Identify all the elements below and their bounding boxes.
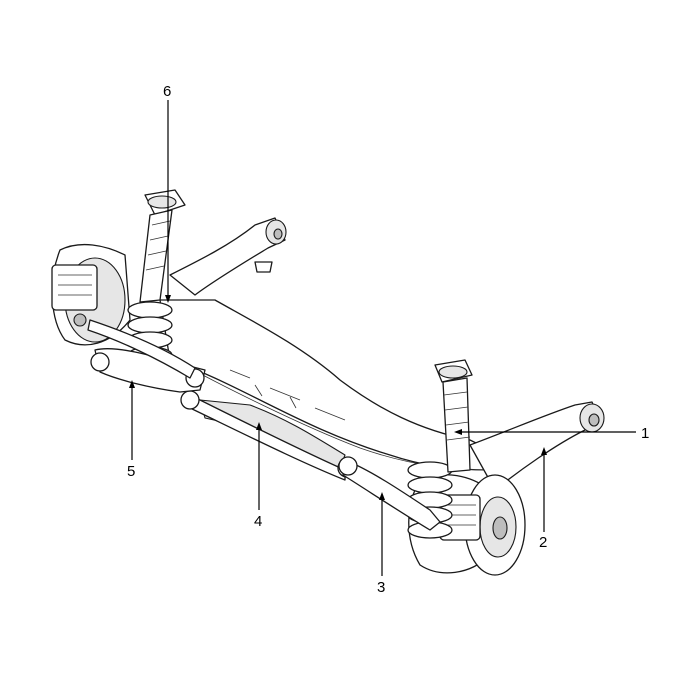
leader-lines	[129, 100, 636, 576]
callout-1: 1	[641, 425, 649, 442]
lower-arm-right	[338, 456, 441, 531]
trailing-arm-right	[469, 401, 605, 491]
lower-arm-left	[87, 319, 206, 393]
callout-6: 6	[163, 83, 171, 100]
callout-5: 5	[127, 463, 135, 480]
knuckle-left	[51, 243, 131, 346]
callout-2: 2	[539, 534, 547, 551]
shock-absorber-right	[434, 359, 473, 473]
trailing-arm-left	[169, 217, 287, 296]
callout-3: 3	[377, 579, 385, 596]
callout-4: 4	[254, 513, 262, 530]
